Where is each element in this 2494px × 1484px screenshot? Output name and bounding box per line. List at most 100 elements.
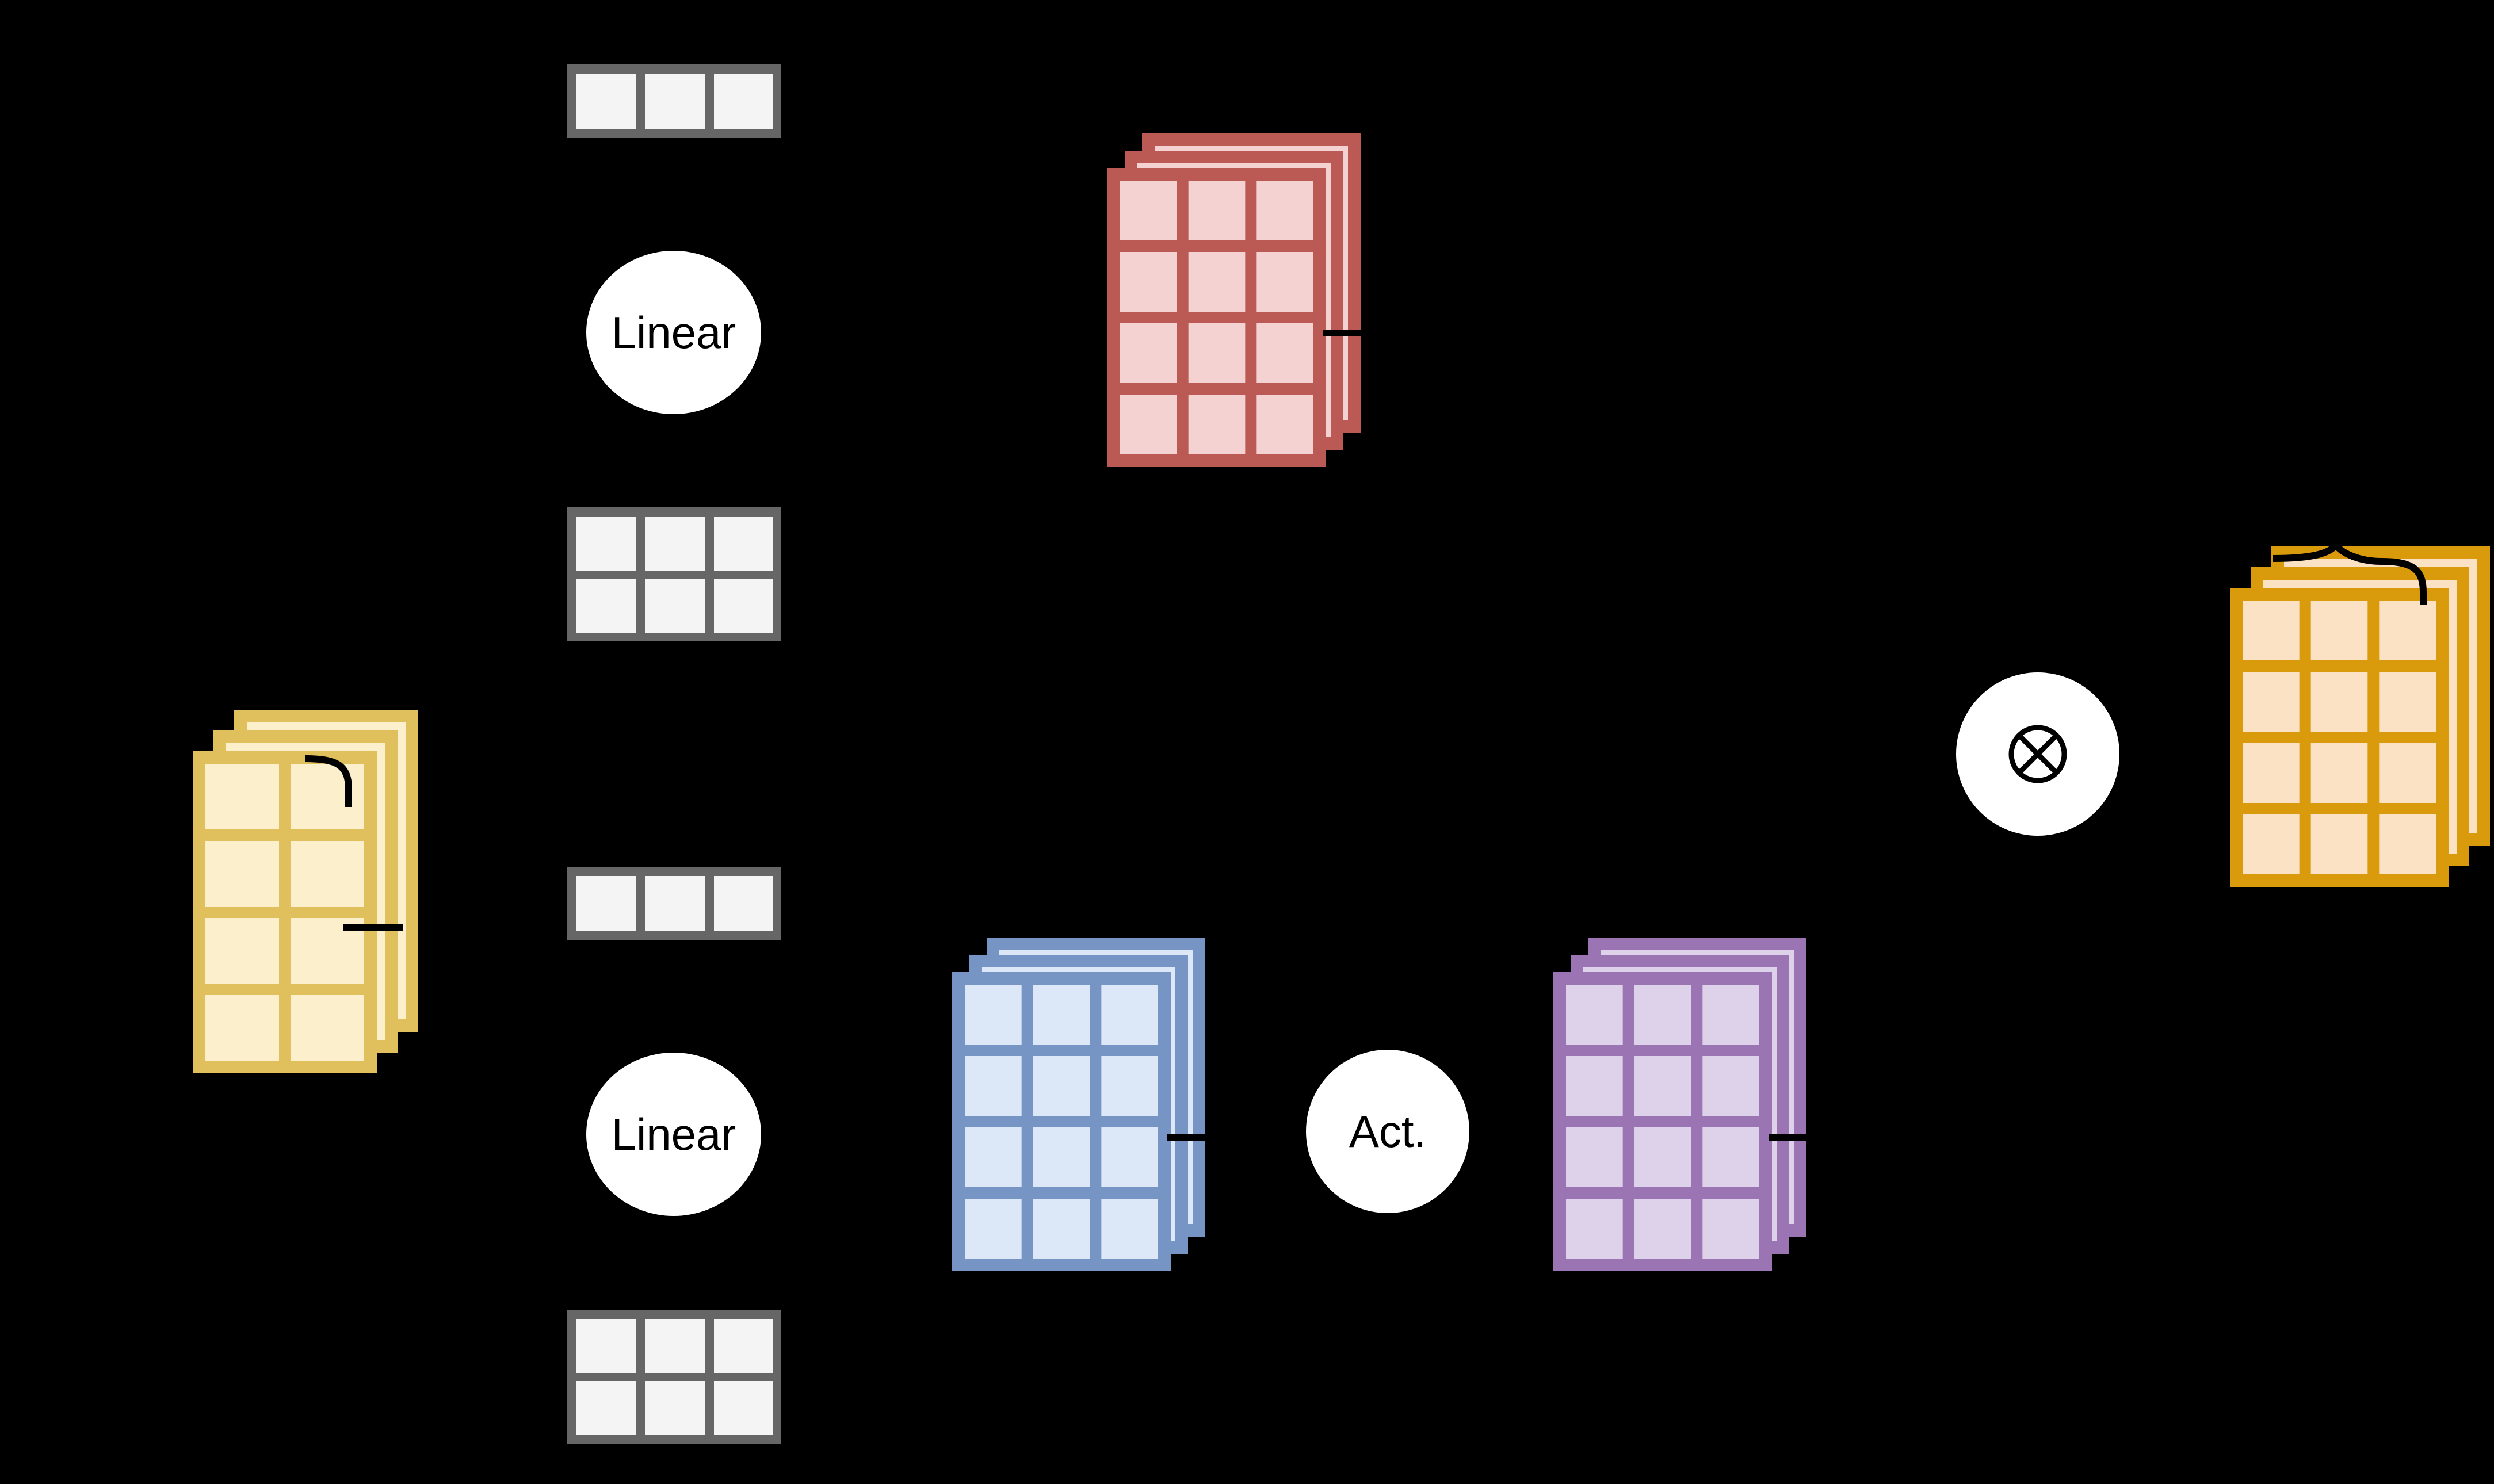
weight-matrix-top[interactable] — [567, 507, 781, 641]
node-ellipse — [586, 1053, 761, 1216]
tensor-cell — [2243, 814, 2300, 874]
tensor-cell — [205, 841, 279, 907]
tensor-cell — [1188, 252, 1246, 312]
tensor-cell — [1120, 323, 1177, 383]
tensor-cell — [2379, 601, 2436, 660]
tensor-cell — [1566, 985, 1623, 1045]
tensor-cell — [2310, 814, 2368, 874]
tensor-cell — [965, 1127, 1022, 1187]
node-label: Act. — [1349, 1106, 1426, 1157]
tensor-cell — [1634, 1056, 1691, 1116]
tensor-cell — [1566, 1199, 1623, 1259]
tensor-value-projection[interactable] — [952, 938, 1205, 1271]
grid-cell — [576, 1381, 636, 1435]
tensor-output-tokens[interactable] — [2230, 546, 2490, 887]
tensor-cell — [1634, 1199, 1691, 1259]
tensor-cell — [1033, 985, 1090, 1045]
tensor-cell — [205, 995, 279, 1061]
grid-cell — [714, 1381, 773, 1435]
tensor-sheet-front — [2230, 588, 2449, 887]
tensor-cell — [1101, 1199, 1158, 1259]
tensor-cell — [1188, 323, 1246, 383]
tensor-cell — [1101, 1056, 1158, 1116]
node-label: Linear — [612, 1109, 736, 1160]
tensor-stacks-layer — [193, 133, 2490, 1271]
node-ellipse — [1306, 1050, 1469, 1213]
tensor-cell — [1033, 1127, 1090, 1187]
grid-cell — [714, 579, 773, 633]
tensor-cell — [1120, 181, 1177, 240]
grid-cell — [645, 876, 705, 931]
node-linear-bottom[interactable]: Linear — [586, 1053, 761, 1216]
tensor-cell — [2310, 672, 2368, 732]
tensor-cell — [1702, 985, 1759, 1045]
tensor-sheet-front — [1107, 168, 1326, 467]
node-ellipse — [586, 251, 761, 414]
tensor-cell — [291, 841, 364, 907]
tensor-cell — [1120, 395, 1177, 454]
tensor-cell — [1188, 395, 1246, 454]
tensor-cell — [1101, 1127, 1158, 1187]
tensor-cell — [1256, 323, 1313, 383]
grid-cell — [714, 1319, 773, 1373]
tensor-cell — [2243, 743, 2300, 803]
tensor-cell — [1702, 1056, 1759, 1116]
grid-cell — [645, 517, 705, 571]
tensor-input-tokens[interactable] — [193, 710, 418, 1073]
grid-cell — [714, 876, 773, 931]
tensor-sheet-front — [1553, 972, 1772, 1271]
tensor-cell — [965, 1199, 1022, 1259]
tensor-activated-gate[interactable] — [1553, 938, 1806, 1271]
grid-cell — [576, 517, 636, 571]
node-elementwise-multiply[interactable] — [1956, 672, 2119, 836]
tensor-cell — [1702, 1199, 1759, 1259]
tensor-cell — [291, 995, 364, 1061]
grid-cell — [645, 579, 705, 633]
grid-cell — [645, 1381, 705, 1435]
tensor-cell — [1033, 1056, 1090, 1116]
tensor-cell — [2310, 601, 2368, 660]
tensor-cell — [1188, 181, 1246, 240]
grid-cell — [714, 517, 773, 571]
edge-input-brace-overlay — [304, 755, 352, 807]
tensor-cell — [205, 764, 279, 829]
tensor-cell — [1634, 985, 1691, 1045]
grid-cell — [576, 1319, 636, 1373]
tensor-cell — [1033, 1199, 1090, 1259]
grid-cell — [645, 74, 705, 129]
tensor-cell — [2379, 814, 2436, 874]
tensor-cell — [965, 985, 1022, 1045]
tensor-cell — [1256, 395, 1313, 454]
tensor-cell — [1566, 1056, 1623, 1116]
bias-vector-bottom[interactable] — [567, 867, 781, 940]
bias-vector-top[interactable] — [567, 64, 781, 138]
tensor-cell — [1256, 181, 1313, 240]
tensor-cell — [2243, 601, 2300, 660]
grid-cell — [576, 579, 636, 633]
tensor-cell — [2379, 672, 2436, 732]
grid-cell — [576, 876, 636, 931]
tensor-cell — [965, 1056, 1022, 1116]
tensor-cell — [1256, 252, 1313, 312]
grid-cell — [714, 74, 773, 129]
tensor-cell — [1634, 1127, 1691, 1187]
tensor-sheet-front — [952, 972, 1171, 1271]
node-activation[interactable]: Act. — [1306, 1050, 1469, 1213]
parameter-grids-layer — [567, 64, 781, 1444]
node-linear-top[interactable]: Linear — [586, 251, 761, 414]
edge-output-brace-overlay — [2272, 540, 2427, 605]
weight-matrix-bottom[interactable] — [567, 1310, 781, 1444]
tensor-gate-projection[interactable] — [1107, 133, 1361, 467]
multiply-cross-icon — [2017, 733, 2058, 775]
tensor-cell — [2310, 743, 2368, 803]
tensor-cell — [1101, 985, 1158, 1045]
grid-cell — [645, 1319, 705, 1373]
tensor-cell — [205, 918, 279, 984]
tensor-cell — [1566, 1127, 1623, 1187]
multiply-circle-icon — [2008, 725, 2067, 783]
edges-overlay-layer — [304, 330, 2427, 1141]
tensor-cell — [2243, 672, 2300, 732]
